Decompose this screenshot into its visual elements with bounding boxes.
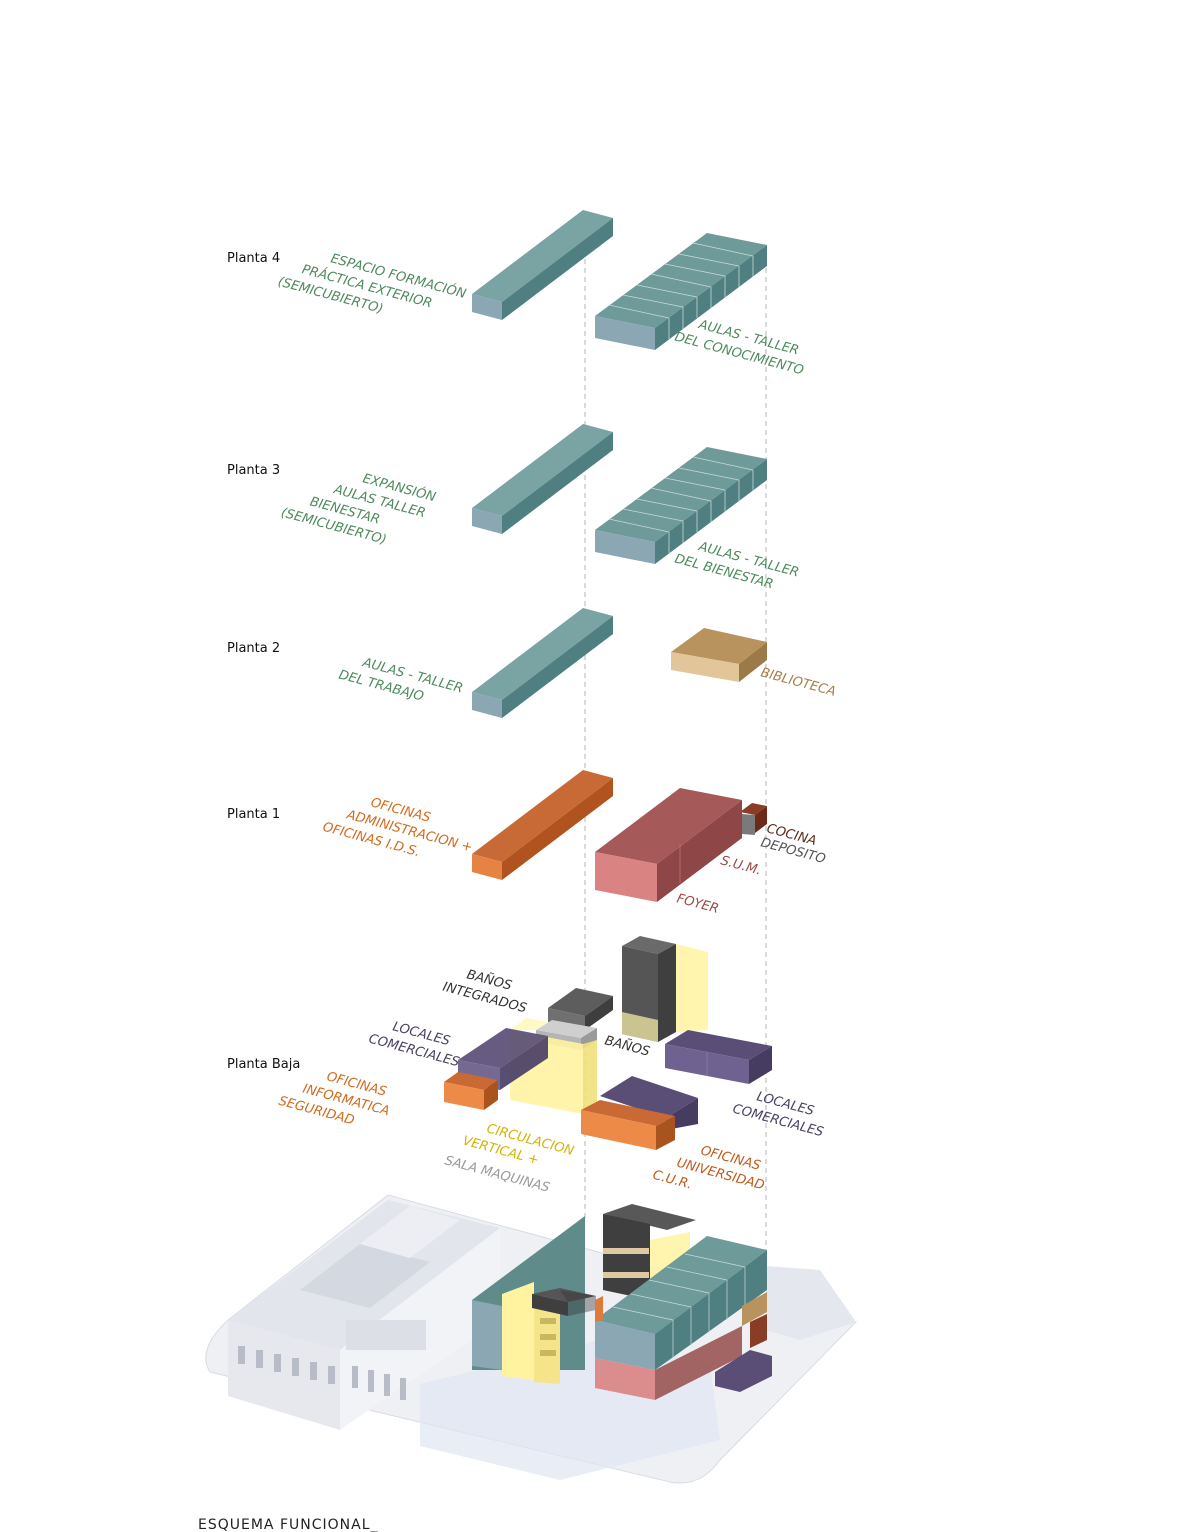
label-aulas-trabajo: AULAS - TALLER DEL TRABAJO	[337, 650, 468, 715]
floor-title-planta-2: Planta 2	[227, 641, 280, 656]
floor-planta-1: Planta 1 OFICINAS ADMINISTRACION + OFICI…	[227, 770, 827, 917]
volume-oficinas-universidad	[581, 1100, 675, 1150]
label-espacio-formacion: ESPACIO FORMACIÓN PRÁCTICA EXTERIOR (SEM…	[276, 239, 472, 338]
volume-aulas-conocimiento	[595, 233, 767, 350]
composed-building	[472, 1204, 772, 1400]
volume-sum-foyer	[595, 788, 742, 902]
site-context-model	[205, 1194, 857, 1484]
floor-title-planta-baja: Planta Baja	[227, 1057, 300, 1072]
floor-title-planta-1: Planta 1	[227, 807, 280, 822]
label-locales-right: LOCALES COMERCIALES	[731, 1084, 830, 1140]
guide-lines	[584, 250, 767, 1250]
floor-planta-2: Planta 2 AULAS - TALLER DEL TRABAJO BIBL…	[227, 608, 837, 718]
facade-windows	[238, 1320, 426, 1400]
volume-oficinas-administracion	[472, 770, 613, 880]
volume-locales-right	[665, 1030, 772, 1084]
label-oficinas-administracion: OFICINAS ADMINISTRACION + OFICINAS I.D.S…	[321, 785, 483, 874]
volume-banos-core	[622, 936, 708, 1042]
label-sum: S.U.M.	[719, 853, 763, 878]
volume-oficinas-informatica	[444, 1072, 498, 1110]
volume-aulas-trabajo	[472, 608, 613, 718]
footer-caption: ESQUEMA FUNCIONAL_	[198, 1517, 379, 1532]
label-foyer: FOYER	[675, 891, 720, 917]
label-banos-integrados: BAÑOS INTEGRADOS	[441, 961, 533, 1016]
label-expansion-aulas: EXPANSIÓN AULAS TALLER BIENESTAR (SEMICU…	[279, 452, 441, 558]
volume-aulas-bienestar	[595, 447, 767, 564]
volume-deposito	[742, 814, 755, 835]
volume-cocina	[740, 803, 767, 833]
floor-planta-4: Planta 4 ESPACIO FORMACIÓN PRÁCTICA EXTE…	[227, 210, 810, 378]
volume-biblioteca	[671, 628, 767, 682]
floor-title-planta-4: Planta 4	[227, 251, 280, 266]
volume-expansion-aulas	[472, 424, 613, 534]
volume-espacio-formacion	[472, 210, 613, 320]
label-aulas-conocimiento: AULAS - TALLER DEL CONOCIMIENTO	[673, 312, 810, 378]
floor-planta-baja: Planta Baja BAÑOS INTEGRADOS BAÑOS LOCAL…	[227, 936, 830, 1212]
floor-title-planta-3: Planta 3	[227, 463, 280, 478]
volume-locales-left	[458, 1028, 548, 1090]
label-oficinas-universidad: OFICINAS UNIVERSIDAD C.U.R.	[651, 1133, 775, 1212]
label-locales-left: LOCALES COMERCIALES	[367, 1014, 466, 1070]
label-aulas-bienestar: AULAS - TALLER DEL BIENESTAR	[673, 534, 804, 599]
floor-planta-3: Planta 3 EXPANSIÓN AULAS TALLER BIENESTA…	[227, 424, 804, 599]
label-biblioteca: BIBLIOTECA	[759, 665, 837, 699]
